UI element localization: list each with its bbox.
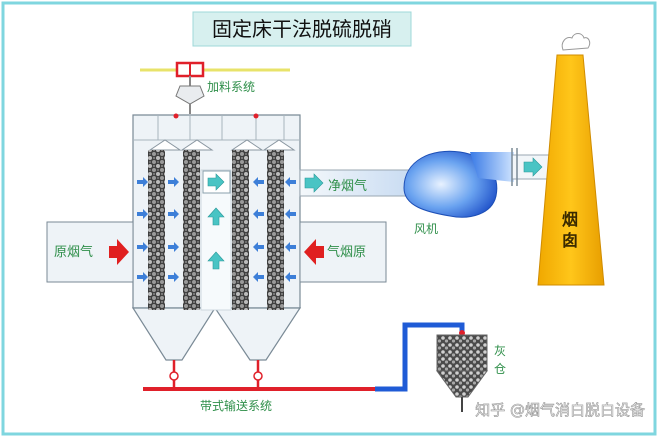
chimney <box>537 54 605 286</box>
adsorbent-bed-2 <box>183 150 200 310</box>
outlet-arrow-icon <box>207 173 225 191</box>
fan-icon <box>403 150 514 218</box>
ash-silo-label-1: 灰 <box>494 344 506 358</box>
adsorbent-bed-3 <box>232 150 249 310</box>
clean-gas-arrow-icon <box>304 173 324 193</box>
page-title: 固定床干法脱硫脱硝 <box>212 17 392 41</box>
exhaust-arrow-icon <box>523 157 543 177</box>
feed-hopper-icon <box>175 85 205 105</box>
clean-gas-up-arrows <box>207 207 225 270</box>
bed-flow-arrows <box>137 177 296 282</box>
discharge-valve-2-icon <box>253 371 263 381</box>
smoke-icon <box>561 33 591 51</box>
watermark: 知乎 @烟气消白脱白设备 <box>475 401 645 419</box>
clean-flue-gas-label: 净烟气 <box>328 178 367 194</box>
feed-system-label: 加料系统 <box>207 80 255 94</box>
title-box <box>192 11 412 47</box>
fan-label: 风机 <box>414 222 438 236</box>
raw-flue-gas-right-label: 气烟原 <box>327 244 366 260</box>
ash-conveyor <box>375 322 465 392</box>
adsorbent-bed-1 <box>148 150 165 310</box>
ash-silo-label-2: 仓 <box>494 362 506 376</box>
raw-gas-left-arrow-icon <box>109 239 129 265</box>
adsorbent-bed-4 <box>267 150 284 310</box>
raw-gas-right-arrow-icon <box>304 239 324 265</box>
raw-flue-gas-left-label: 原烟气 <box>54 244 93 260</box>
discharge-valve-1-icon <box>169 371 179 381</box>
belt-conveyor-label: 带式输送系统 <box>200 398 272 413</box>
chimney-label-1: 烟 <box>562 210 578 229</box>
chimney-label-2: 囱 <box>562 231 578 250</box>
ash-silo <box>436 334 488 412</box>
